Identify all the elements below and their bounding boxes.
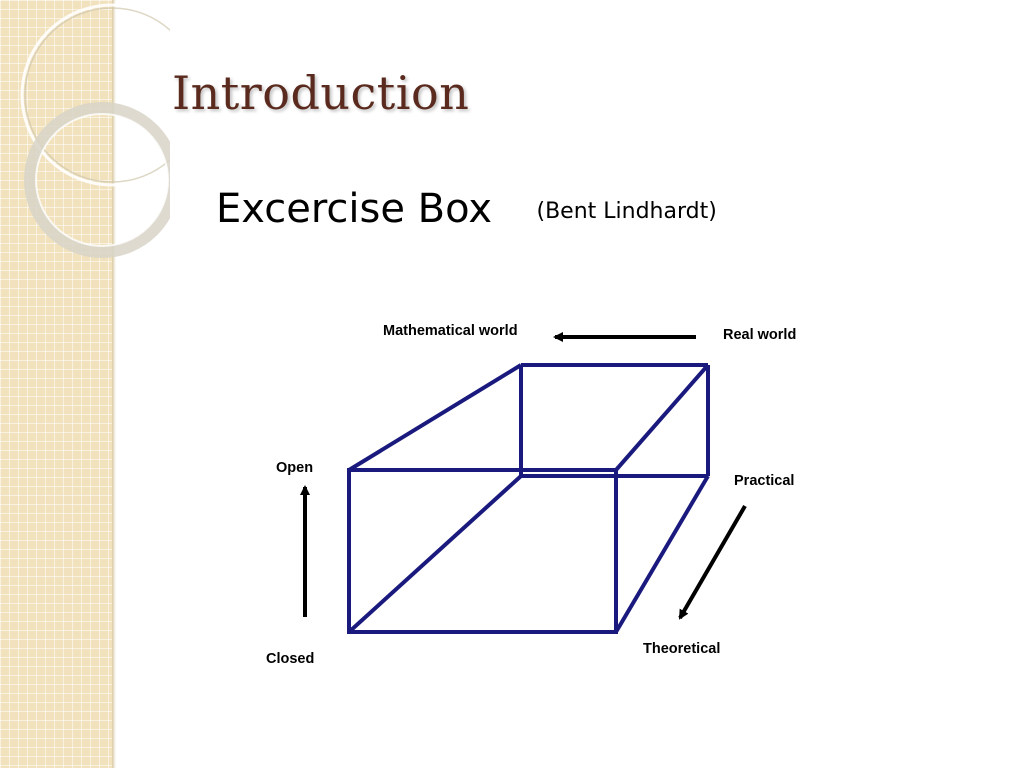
box-edge-bottom-right-depth xyxy=(614,474,710,634)
label-real-world: Real world xyxy=(723,327,797,343)
author-text: (Bent Lindhardt) xyxy=(536,199,717,224)
box-edge-top-right-depth xyxy=(614,363,710,472)
box-edge-top-left-depth xyxy=(347,363,523,472)
decorative-ring-small xyxy=(24,102,170,258)
label-open: Open xyxy=(276,460,314,476)
decorative-ring-large-shadow xyxy=(24,7,170,183)
label-closed: Closed xyxy=(266,651,315,667)
subtitle-text: Excercise Box xyxy=(216,186,493,232)
label-practical: Practical xyxy=(734,473,795,489)
box-edge-inner-diagonal xyxy=(347,474,523,634)
decorative-ring-large xyxy=(20,3,170,187)
label-mathematical-world: Mathematical world xyxy=(383,323,518,339)
label-theoretical: Theoretical xyxy=(643,641,721,657)
decorative-rings xyxy=(20,3,170,258)
box-outline xyxy=(347,363,710,634)
subtitle-line: Excercise Box (Bent Lindhardt) xyxy=(216,186,717,232)
side-panel-edge xyxy=(112,0,116,768)
box-front-face xyxy=(347,468,618,634)
arrow-practical-to-theoretical xyxy=(678,504,747,620)
decorative-ring-small-highlight xyxy=(35,113,169,247)
slide-title: Introduction xyxy=(172,66,470,120)
